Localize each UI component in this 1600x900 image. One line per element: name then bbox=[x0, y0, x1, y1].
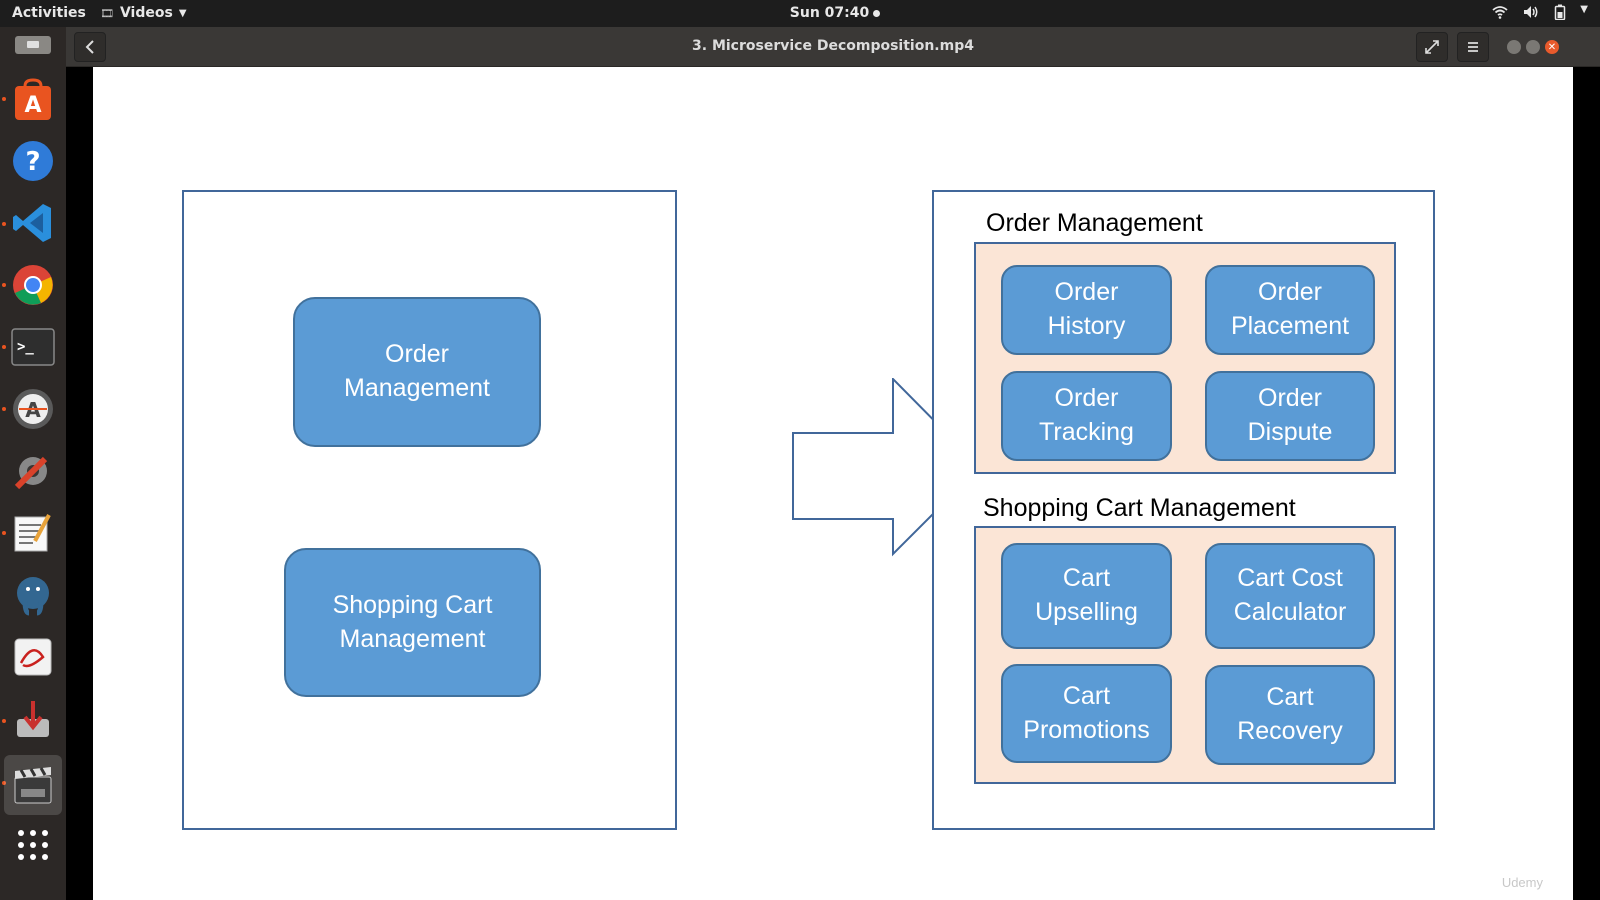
show-apps-icon[interactable] bbox=[9, 821, 57, 869]
service-label: Cart Cost Calculator bbox=[1233, 564, 1347, 626]
service-label: Cart Upselling bbox=[1035, 564, 1138, 626]
box-label: Order Management bbox=[344, 340, 490, 402]
box-label: Shopping Cart Management bbox=[332, 590, 493, 653]
running-indicator bbox=[2, 407, 6, 411]
dock: A ? >_ A bbox=[0, 27, 66, 900]
service-label: Order History bbox=[1047, 278, 1126, 340]
running-indicator bbox=[2, 283, 6, 287]
transmission-icon[interactable] bbox=[9, 695, 57, 743]
fullscreen-icon bbox=[1425, 40, 1439, 54]
notification-dot-icon bbox=[873, 9, 881, 17]
menu-button[interactable] bbox=[1457, 32, 1489, 62]
service-label: Order Tracking bbox=[1039, 384, 1134, 446]
wifi-icon bbox=[1492, 6, 1508, 19]
running-indicator bbox=[2, 97, 6, 101]
chevron-down-icon: ▼ bbox=[178, 7, 187, 19]
running-indicator bbox=[2, 719, 6, 723]
text-editor-icon[interactable] bbox=[9, 509, 57, 557]
shopping-cart-management-box: Shopping Cart Management bbox=[284, 548, 541, 697]
close-icon: ✕ bbox=[1547, 41, 1557, 53]
fullscreen-button[interactable] bbox=[1416, 32, 1448, 62]
clock-label: Sun 07:40 bbox=[789, 5, 870, 21]
service-label: Cart Promotions bbox=[1023, 681, 1150, 744]
vscode-icon[interactable] bbox=[9, 199, 57, 247]
running-indicator bbox=[2, 345, 6, 349]
order-management-box: Order Management bbox=[293, 297, 541, 447]
service-box: Cart Upselling bbox=[1001, 543, 1172, 649]
service-box: Cart Recovery bbox=[1205, 665, 1375, 765]
system-tray[interactable]: ▼ bbox=[1492, 4, 1588, 20]
battery-icon bbox=[1555, 4, 1566, 20]
window-titlebar: 3. Microservice Decomposition.mp4 ✕ bbox=[66, 27, 1600, 67]
service-box: Cart Cost Calculator bbox=[1205, 543, 1375, 649]
running-indicator bbox=[2, 781, 6, 785]
running-indicator bbox=[2, 531, 6, 535]
svg-text:>_: >_ bbox=[17, 339, 34, 355]
service-box: Order Dispute bbox=[1205, 371, 1375, 461]
software-updater-icon[interactable]: A bbox=[9, 385, 57, 433]
service-label: Order Dispute bbox=[1247, 384, 1333, 446]
monolith-frame bbox=[182, 190, 677, 830]
minimize-button[interactable] bbox=[1507, 40, 1521, 54]
service-box: Order Tracking bbox=[1001, 371, 1172, 461]
terminal-icon[interactable]: >_ bbox=[9, 323, 57, 371]
videos-app-icon: 🎞 bbox=[100, 6, 114, 20]
svg-text:?: ? bbox=[25, 147, 40, 177]
group-title: Shopping Cart Management bbox=[983, 494, 1296, 522]
svg-text:A: A bbox=[24, 93, 41, 118]
maximize-button[interactable] bbox=[1526, 40, 1540, 54]
software-center-icon[interactable]: A bbox=[9, 76, 57, 124]
window-title: 3. Microservice Decomposition.mp4 bbox=[692, 38, 974, 54]
back-button[interactable] bbox=[74, 32, 106, 62]
chevron-down-icon: ▼ bbox=[1580, 4, 1588, 15]
files-icon[interactable] bbox=[9, 31, 57, 59]
pgadmin-icon[interactable] bbox=[9, 571, 57, 619]
document-viewer-icon[interactable] bbox=[9, 633, 57, 681]
top-bar: Activities 🎞 Videos ▼ Sun 07:40 ▼ bbox=[0, 0, 1600, 27]
chevron-left-icon bbox=[85, 40, 94, 54]
chrome-icon[interactable] bbox=[9, 261, 57, 309]
service-label: Cart Recovery bbox=[1237, 683, 1343, 745]
clock[interactable]: Sun 07:40 bbox=[0, 5, 1600, 21]
video-frame-slide[interactable]: Order Management Shopping Cart Managemen… bbox=[93, 67, 1573, 900]
running-indicator bbox=[2, 222, 6, 226]
help-icon[interactable]: ? bbox=[9, 137, 57, 185]
activities-button[interactable]: Activities bbox=[12, 5, 86, 21]
app-menu-label: Videos bbox=[119, 5, 173, 21]
volume-icon bbox=[1524, 6, 1538, 18]
group-title: Order Management bbox=[986, 209, 1203, 237]
service-box: Order History bbox=[1001, 265, 1172, 355]
close-button[interactable]: ✕ bbox=[1545, 40, 1559, 54]
videos-icon[interactable] bbox=[4, 755, 62, 815]
hamburger-icon bbox=[1468, 42, 1478, 52]
settings-tool-icon[interactable] bbox=[9, 447, 57, 495]
service-label: Order Placement bbox=[1230, 278, 1350, 340]
app-menu[interactable]: 🎞 Videos ▼ bbox=[100, 5, 187, 21]
udemy-watermark: Udemy bbox=[1501, 875, 1543, 890]
service-box: Order Placement bbox=[1205, 265, 1375, 355]
service-box: Cart Promotions bbox=[1001, 664, 1172, 763]
